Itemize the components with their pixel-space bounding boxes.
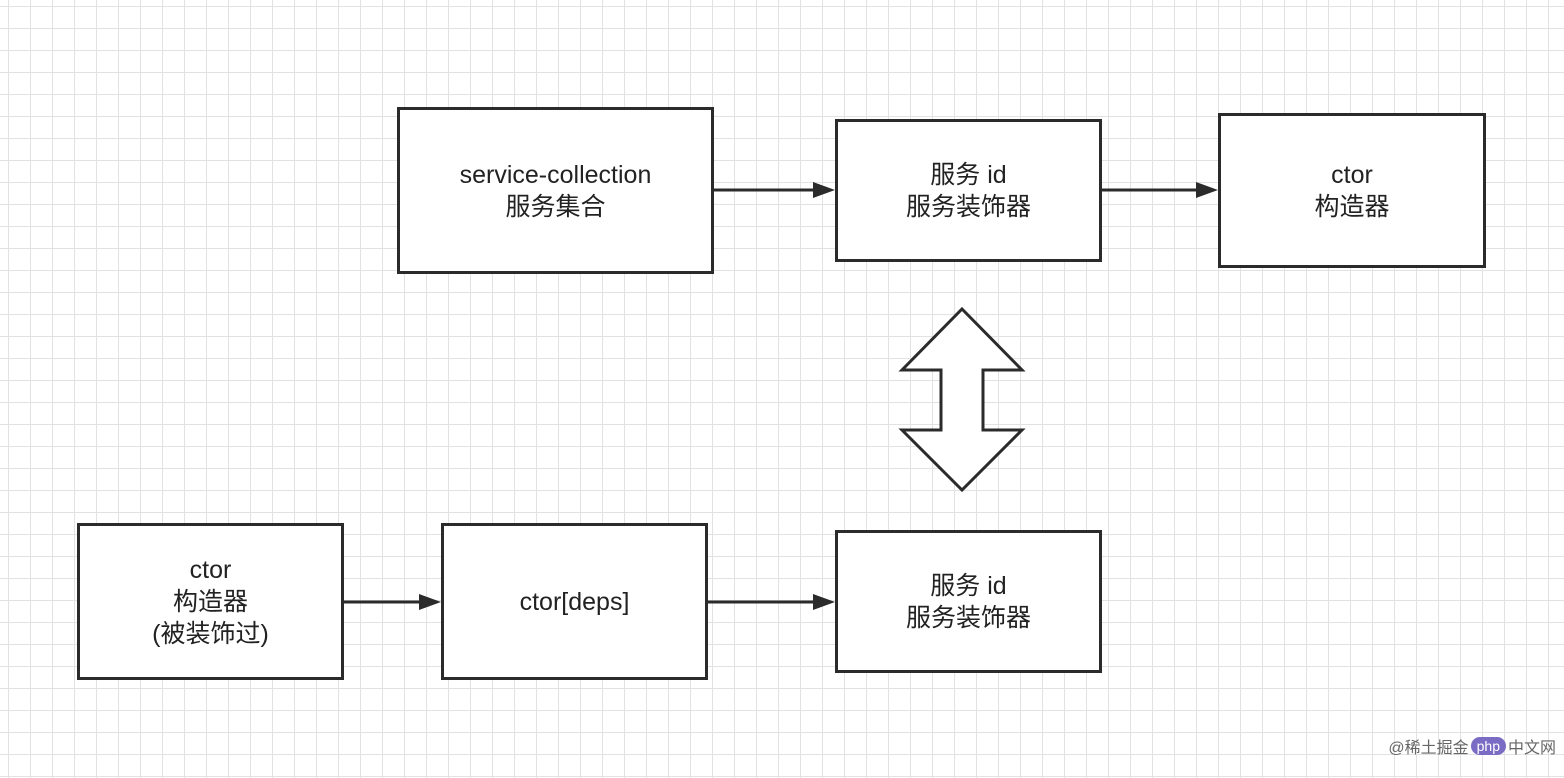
node-label: 服务 id <box>930 571 1007 600</box>
service-id-decorator-node-top[interactable]: 服务 id 服务装饰器 <box>835 119 1102 262</box>
arrowhead-icon <box>1196 182 1218 198</box>
node-label: service-collection <box>459 160 652 189</box>
node-label: ctor[deps] <box>519 587 630 616</box>
ctor-decorated-node[interactable]: ctor 构造器 (被装饰过) <box>77 523 344 680</box>
watermark-badge: php <box>1470 737 1506 755</box>
double-arrow-icon <box>898 306 1026 493</box>
service-id-decorator-node-bottom[interactable]: 服务 id 服务装饰器 <box>835 530 1102 673</box>
node-label: 构造器 <box>1314 192 1390 221</box>
arrow-service-id-to-ctor <box>1102 182 1218 198</box>
arrowhead-icon <box>813 594 835 610</box>
ctor-deps-node[interactable]: ctor[deps] <box>441 523 708 680</box>
service-collection-node[interactable]: service-collection 服务集合 <box>397 107 714 274</box>
node-label: 构造器 <box>172 587 248 616</box>
arrow-service-collection-to-service-id <box>714 182 835 198</box>
node-label: 服务集合 <box>505 192 606 221</box>
node-label: 服务 id <box>930 160 1007 189</box>
watermark-prefix: @稀土掘金 <box>1388 740 1469 757</box>
node-label: (被装饰过) <box>152 619 269 648</box>
ctor-constructor-node-top[interactable]: ctor 构造器 <box>1218 113 1486 268</box>
node-label: ctor <box>189 555 232 584</box>
arrowhead-icon <box>813 182 835 198</box>
node-label: ctor <box>1331 160 1373 189</box>
node-label: 服务装饰器 <box>905 603 1031 632</box>
arrow-ctor-deps-to-service-id <box>708 594 835 610</box>
node-label: 服务装饰器 <box>905 192 1031 221</box>
arrow-ctor-decorated-to-ctor-deps <box>344 594 441 610</box>
arrowhead-icon <box>419 594 441 610</box>
watermark-suffix: 中文网 <box>1507 740 1556 757</box>
watermark: @稀土掘金 php 中文网 <box>1388 734 1556 758</box>
